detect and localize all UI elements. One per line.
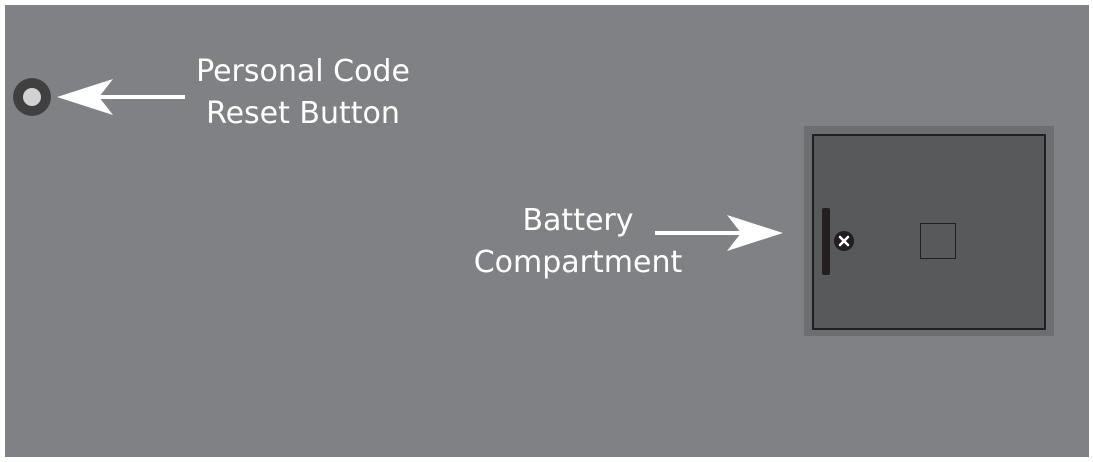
battery-compartment-door[interactable] (812, 134, 1046, 330)
personal-code-reset-button[interactable] (13, 78, 51, 116)
reset-label-line-1: Personal Code (196, 54, 410, 89)
battery-compartment-label: Battery Compartment (435, 200, 721, 284)
reset-button-center (23, 88, 41, 106)
battery-label-line-1: Battery (522, 203, 634, 238)
battery-label-line-2: Compartment (473, 245, 683, 280)
device-back-panel: Personal Code Reset Button Battery Compa… (5, 5, 1089, 457)
arrow-right-icon (655, 215, 783, 251)
screw-icon[interactable] (834, 231, 854, 251)
reset-button-label: Personal Code Reset Button (155, 51, 451, 135)
door-square-mark (920, 223, 956, 259)
door-latch-tab[interactable] (822, 208, 830, 275)
reset-label-line-2: Reset Button (206, 96, 400, 131)
arrow-left-icon (57, 79, 185, 115)
battery-compartment (804, 126, 1054, 336)
